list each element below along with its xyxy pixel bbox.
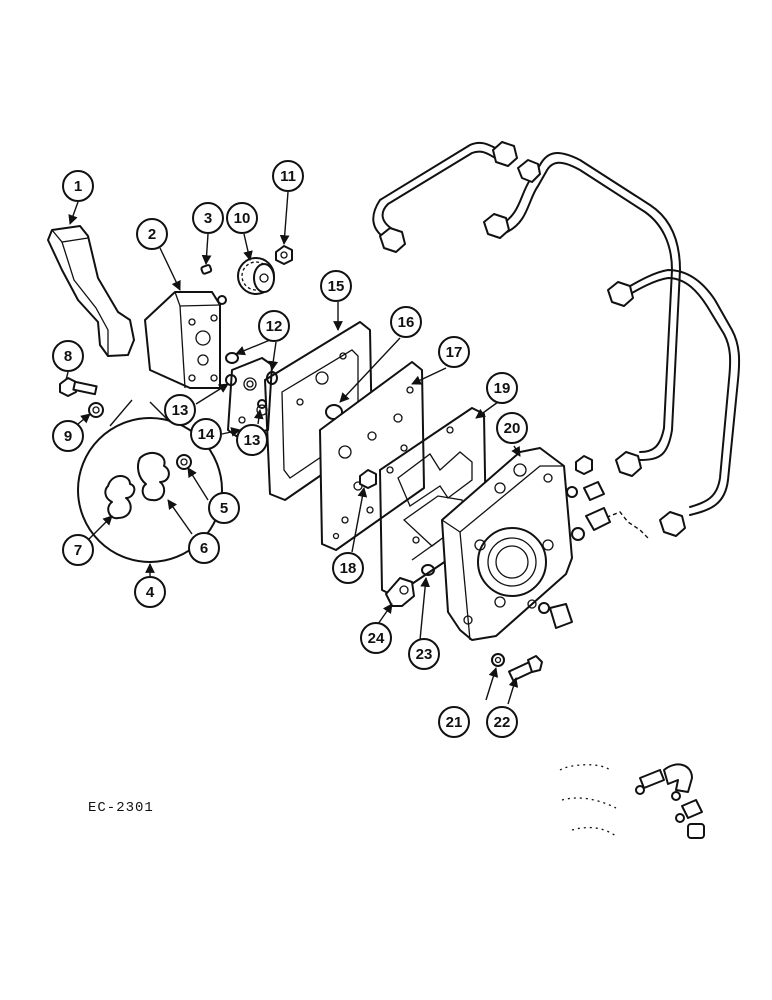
svg-text:17: 17 bbox=[446, 344, 463, 361]
callout-19: 19 bbox=[486, 372, 518, 404]
callout-22: 22 bbox=[486, 706, 518, 738]
callout-7: 7 bbox=[62, 534, 94, 566]
svg-text:2: 2 bbox=[148, 226, 156, 243]
svg-text:6: 6 bbox=[200, 540, 208, 557]
callout-4: 4 bbox=[134, 576, 166, 608]
callout-9: 9 bbox=[52, 420, 84, 452]
bolt-8 bbox=[59, 377, 98, 397]
housing-fittings bbox=[538, 455, 611, 629]
svg-text:10: 10 bbox=[234, 210, 251, 227]
callout-18: 18 bbox=[332, 552, 364, 584]
tube-nut-icon bbox=[607, 281, 634, 307]
svg-text:3: 3 bbox=[204, 210, 212, 227]
reference-code: EC-2301 bbox=[88, 800, 154, 816]
callout-12: 12 bbox=[258, 310, 290, 342]
svg-text:15: 15 bbox=[328, 278, 345, 295]
svg-text:23: 23 bbox=[416, 646, 433, 663]
valve-housing bbox=[441, 447, 573, 641]
tube-nut-icon bbox=[517, 159, 541, 183]
o-ring-23 bbox=[421, 564, 435, 576]
svg-text:4: 4 bbox=[146, 584, 155, 601]
tube-nut-icon bbox=[492, 141, 518, 167]
callout-15: 15 bbox=[320, 270, 352, 302]
callout-20: 20 bbox=[496, 412, 528, 444]
hydraulic-tubes bbox=[372, 141, 741, 541]
callout-2: 2 bbox=[136, 218, 168, 250]
svg-text:5: 5 bbox=[220, 500, 228, 517]
washer-9 bbox=[88, 402, 104, 418]
svg-text:12: 12 bbox=[266, 318, 283, 335]
svg-text:24: 24 bbox=[368, 630, 385, 647]
svg-text:22: 22 bbox=[494, 714, 511, 731]
svg-text:18: 18 bbox=[340, 560, 357, 577]
washer-5 bbox=[176, 454, 192, 470]
callout-21: 21 bbox=[438, 706, 470, 738]
bolt-22 bbox=[508, 655, 543, 682]
elbow-fitting bbox=[385, 577, 415, 607]
tube-nut-icon bbox=[379, 227, 406, 253]
callout-13: 13 bbox=[236, 424, 268, 456]
callout-11: 11 bbox=[272, 160, 304, 192]
callout-3: 3 bbox=[192, 202, 224, 234]
callout-14: 14 bbox=[190, 418, 222, 450]
tube-nut-icon bbox=[483, 213, 510, 239]
callout-1: 1 bbox=[62, 170, 94, 202]
callout-6: 6 bbox=[188, 532, 220, 564]
callout-17: 17 bbox=[438, 336, 470, 368]
pump-body bbox=[144, 291, 227, 389]
fitting-detail bbox=[559, 763, 705, 839]
drive-gear bbox=[237, 257, 275, 295]
valve-plate bbox=[319, 361, 425, 551]
svg-text:1: 1 bbox=[74, 178, 82, 195]
svg-text:11: 11 bbox=[280, 168, 296, 185]
callout-24: 24 bbox=[360, 622, 392, 654]
svg-text:19: 19 bbox=[494, 380, 511, 397]
dowel-pin bbox=[200, 264, 213, 275]
svg-text:13: 13 bbox=[244, 432, 261, 449]
leader-lines bbox=[65, 191, 521, 705]
o-ring bbox=[225, 374, 237, 386]
callout-5: 5 bbox=[208, 492, 240, 524]
svg-text:14: 14 bbox=[198, 426, 215, 443]
tube-nut-icon bbox=[659, 511, 686, 537]
svg-text:13: 13 bbox=[172, 402, 189, 419]
washer-21 bbox=[491, 653, 505, 667]
plug-18 bbox=[359, 469, 377, 489]
gear-nut bbox=[275, 245, 293, 265]
svg-text:7: 7 bbox=[74, 542, 82, 559]
svg-text:16: 16 bbox=[398, 314, 415, 331]
mounting-bracket bbox=[47, 225, 135, 357]
tube-nut-icon bbox=[615, 451, 642, 477]
svg-text:9: 9 bbox=[64, 428, 72, 445]
svg-text:21: 21 bbox=[446, 714, 463, 731]
callout-8: 8 bbox=[52, 340, 84, 372]
o-ring bbox=[225, 352, 239, 364]
callout-16: 16 bbox=[390, 306, 422, 338]
svg-text:8: 8 bbox=[64, 348, 72, 365]
callout-13: 13 bbox=[164, 394, 196, 426]
callout-10: 10 bbox=[226, 202, 258, 234]
callout-23: 23 bbox=[408, 638, 440, 670]
svg-text:20: 20 bbox=[504, 420, 521, 437]
